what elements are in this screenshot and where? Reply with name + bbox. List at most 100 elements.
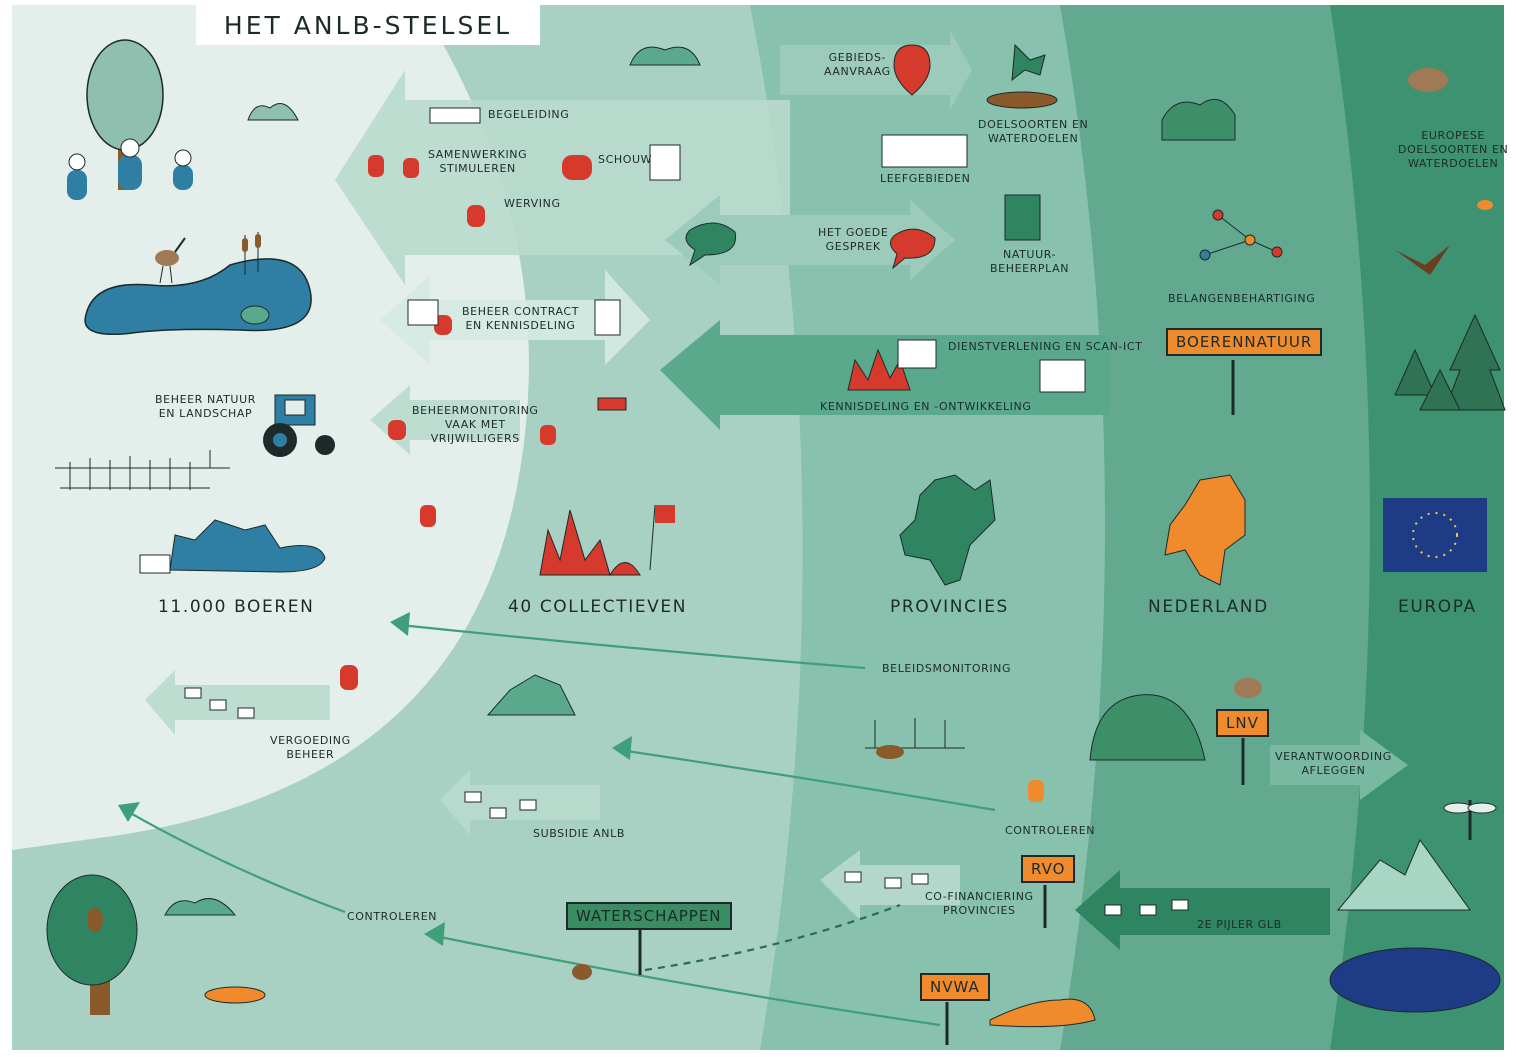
provinces-map-icon bbox=[899, 474, 996, 586]
arrow-beheermonitoring bbox=[370, 385, 520, 455]
zone-title-europa: EUROPA bbox=[1398, 597, 1477, 617]
weasel-icon bbox=[204, 986, 266, 1004]
bat-icon bbox=[1395, 245, 1450, 275]
speech-bubble-red-icon bbox=[890, 228, 936, 270]
crops-rabbit-icon bbox=[865, 718, 965, 759]
laptop-icon bbox=[1039, 359, 1086, 393]
label-belangenbehartiging: BELANGENBEHARTIGING bbox=[1168, 292, 1316, 305]
drone-icon bbox=[597, 397, 627, 411]
bush-icon-3 bbox=[1161, 98, 1236, 141]
label-tweede-pijler: 2E PIJLER GLB bbox=[1197, 918, 1282, 931]
curlew-icon bbox=[1234, 678, 1262, 698]
clipboard-icon bbox=[649, 144, 681, 181]
label-natuurbeheerplan: NATUUR- BEHEERPLAN bbox=[990, 248, 1070, 275]
fish-icon bbox=[986, 91, 1058, 109]
collective-crowd-icon bbox=[539, 509, 641, 577]
arrowhead-4 bbox=[424, 922, 445, 946]
otter-icon bbox=[989, 998, 1096, 1028]
owl-icon bbox=[87, 908, 103, 932]
arrowhead-2 bbox=[612, 736, 632, 760]
label-beleidsmonitoring: BELEIDSMONITORING bbox=[882, 662, 1012, 675]
leefgebieden-icon bbox=[881, 134, 968, 168]
label-het-goede-gesprek: HET GOEDE GESPREK bbox=[818, 226, 889, 253]
line-beleidsmonitoring bbox=[399, 623, 866, 670]
frog-icon-2 bbox=[1011, 43, 1046, 82]
godwit-icon bbox=[1408, 68, 1448, 92]
arrow-tweede-pijler bbox=[1075, 870, 1330, 950]
cow-icon bbox=[139, 554, 171, 574]
label-gebiedsaanvraag: GEBIEDS- AANVRAAG bbox=[824, 51, 891, 78]
lake-icon bbox=[1329, 947, 1501, 1013]
location-pin-icon bbox=[893, 44, 931, 96]
label-verantwoording: VERANTWOORDING AFLEGGEN bbox=[1275, 750, 1392, 777]
farmer-people-icon bbox=[67, 138, 193, 200]
label-cofinanciering: CO-FINANCIERING PROVINCIES bbox=[925, 890, 1034, 917]
label-doelsoorten: DOELSOORTEN EN WATERDOELEN bbox=[978, 118, 1089, 145]
document-icon bbox=[594, 299, 621, 336]
label-beheer-contract: BEHEER CONTRACT EN KENNISDELING bbox=[462, 305, 580, 332]
arrow-vergoeding bbox=[145, 670, 330, 735]
sign-boerennatuur: BOERENNATUUR bbox=[1166, 328, 1323, 356]
flag-icon bbox=[649, 504, 675, 571]
contract-icon bbox=[407, 299, 439, 326]
label-dienstverlening: DIENSTVERLENING EN SCAN-ICT bbox=[948, 340, 1143, 353]
thin-arrow-heads bbox=[118, 612, 632, 946]
label-kennisdeling: KENNISDELING EN -ONTWIKKELING bbox=[820, 400, 1032, 413]
eu-flag-icon bbox=[1383, 498, 1487, 572]
dragonfly-icon bbox=[1443, 800, 1497, 840]
line-controleren-nvwa bbox=[124, 809, 346, 914]
label-werving: WERVING bbox=[504, 197, 561, 210]
label-vergoeding-beheer: VERGOEDING BEHEER bbox=[270, 734, 351, 761]
line-controleren-rvo bbox=[619, 748, 996, 812]
farmer-crowd-icon bbox=[169, 519, 326, 573]
label-begeleiding: BEGELEIDING bbox=[488, 108, 570, 121]
thin-arrows bbox=[124, 623, 996, 1027]
zone-title-nederland: NEDERLAND bbox=[1148, 597, 1269, 617]
eu-stars-icon bbox=[1412, 512, 1458, 558]
mountain-icon bbox=[1336, 838, 1471, 911]
arrow-beheer-contract bbox=[380, 270, 650, 365]
arrowhead-3 bbox=[118, 802, 140, 822]
line-waterschappen bbox=[644, 903, 901, 972]
zone-title-collectieven: 40 COLLECTIEVEN bbox=[508, 597, 688, 617]
zone-title-boeren: 11.000 BOEREN bbox=[158, 597, 315, 617]
label-beheermonitoring: BEHEERMONITORING VAAK MET VRIJWILLIGERS bbox=[412, 404, 539, 445]
network-icon bbox=[1199, 209, 1283, 261]
sign-nvwa: NVWA bbox=[920, 973, 990, 1001]
sign-rvo: RVO bbox=[1021, 855, 1076, 883]
heron-icon bbox=[155, 237, 186, 284]
bench-icon bbox=[429, 107, 481, 124]
frog-icon bbox=[240, 305, 270, 325]
netherlands-map-icon bbox=[1164, 474, 1246, 586]
bush-icon-4 bbox=[1089, 694, 1206, 761]
money-icons bbox=[184, 687, 1189, 916]
zone-title-provincies: PROVINCIES bbox=[890, 597, 1009, 617]
bush-icon-2 bbox=[629, 46, 701, 66]
label-samenwerking: SAMENWERKING STIMULEREN bbox=[428, 148, 528, 175]
label-schouw: SCHOUW bbox=[598, 153, 653, 166]
bush-icon bbox=[247, 103, 299, 121]
sign-waterschappen: WATERSCHAPPEN bbox=[566, 902, 732, 930]
knowledge-crowd-icon bbox=[847, 348, 911, 391]
pine-trees-icon bbox=[1394, 313, 1506, 411]
label-subsidie-anlb: SUBSIDIE ANLB bbox=[533, 827, 626, 840]
rvo-person-icon bbox=[1028, 780, 1044, 802]
label-controleren-rvo: CONTROLEREN bbox=[1005, 824, 1096, 837]
shrub-icon bbox=[486, 674, 576, 716]
label-beheer-natuur: BEHEER NATUUR EN LANDSCHAP bbox=[155, 393, 256, 420]
small-bird-icon bbox=[1477, 200, 1493, 210]
label-europese-doelsoorten: EUROPESE DOELSOORTEN EN WATERDOELEN bbox=[1398, 129, 1509, 170]
line-nvwa-controle bbox=[429, 933, 941, 1027]
crops-icon bbox=[55, 450, 230, 490]
bush-icon-5 bbox=[164, 898, 237, 916]
label-controleren-nvwa: CONTROLEREN bbox=[347, 910, 438, 923]
presentation-icon bbox=[897, 339, 937, 369]
page-title: HET ANLB-STELSEL bbox=[196, 5, 540, 45]
speech-bubble-green-icon bbox=[685, 222, 737, 267]
tractor-icon bbox=[263, 394, 335, 457]
arrow-goede-gesprek bbox=[665, 195, 955, 285]
arrowhead-1 bbox=[390, 612, 410, 636]
cattail-icon bbox=[242, 232, 261, 275]
bird-icon bbox=[572, 964, 592, 980]
